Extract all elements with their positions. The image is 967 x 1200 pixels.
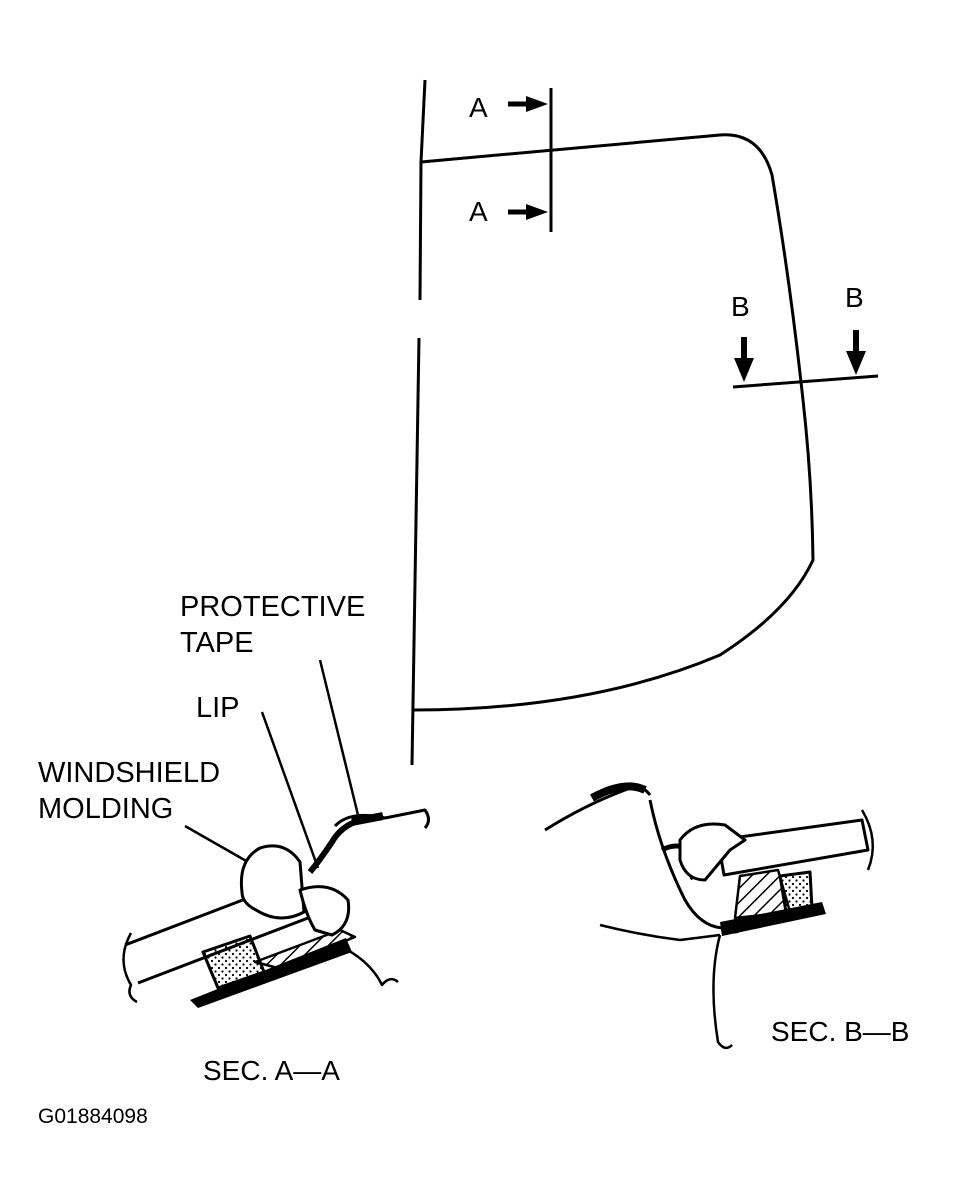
- windshield-molding-label-line2: MOLDING: [38, 793, 174, 825]
- protective-tape-strip-b: [590, 782, 647, 802]
- body-flange: [190, 938, 352, 1008]
- section-b-mark-left: B: [731, 291, 750, 322]
- lip-label: LIP: [196, 692, 240, 724]
- section-a-caption: SEC. A—A: [203, 1055, 340, 1086]
- windshield-molding-leader: [184, 824, 256, 868]
- section-b-arrow-left-head: [734, 358, 754, 382]
- protective-tape-strip: [351, 812, 384, 826]
- pillar-panel-lower: [599, 923, 721, 942]
- lip-leader: [260, 711, 320, 869]
- section-a-markers: [508, 88, 553, 232]
- body-flange-b: [720, 902, 826, 936]
- windshield-outline: [410, 79, 815, 766]
- centerline-upper: [418, 79, 427, 301]
- section-a-mark-top: A: [469, 92, 488, 123]
- section-a-arrow-bottom-head: [526, 204, 548, 220]
- pillar-panel-tail: [712, 934, 733, 1050]
- protective-tape-leader: [318, 659, 360, 816]
- section-a-arrow-top-head: [526, 96, 548, 112]
- section-a-detail: [122, 808, 430, 1008]
- section-a-mark-bottom: A: [469, 196, 488, 227]
- retainer-profile: [298, 885, 351, 937]
- glass-edge: [412, 133, 815, 712]
- body-panel-end: [337, 943, 399, 987]
- molding-profile: [239, 844, 306, 920]
- figure-id: G01884098: [38, 1105, 148, 1128]
- leader-lines: [184, 659, 360, 869]
- windshield-molding-label-line1: WINDSHIELD: [38, 757, 221, 789]
- section-b-mark-right: B: [845, 282, 864, 313]
- molding-profile-b: [678, 822, 747, 882]
- section-b-markers: [732, 330, 879, 389]
- protective-tape-label-line1: PROTECTIVE: [180, 591, 366, 623]
- protective-tape-label-line2: TAPE: [180, 627, 254, 659]
- section-b-caption: SEC. B—B: [771, 1016, 910, 1047]
- pinch-weld-top: [333, 808, 430, 829]
- glass-section: [716, 818, 870, 877]
- pillar-inner: [648, 799, 742, 934]
- centerline-lower: [410, 337, 421, 766]
- section-b-cut-line: [732, 374, 879, 389]
- section-b-detail: [544, 782, 874, 1050]
- glass-break-mark-b: [860, 809, 874, 871]
- glass-break-mark: [122, 932, 138, 1004]
- urethane-bead: [253, 928, 357, 970]
- lip-profile: [307, 819, 357, 874]
- section-b-arrow-right-head: [846, 351, 866, 375]
